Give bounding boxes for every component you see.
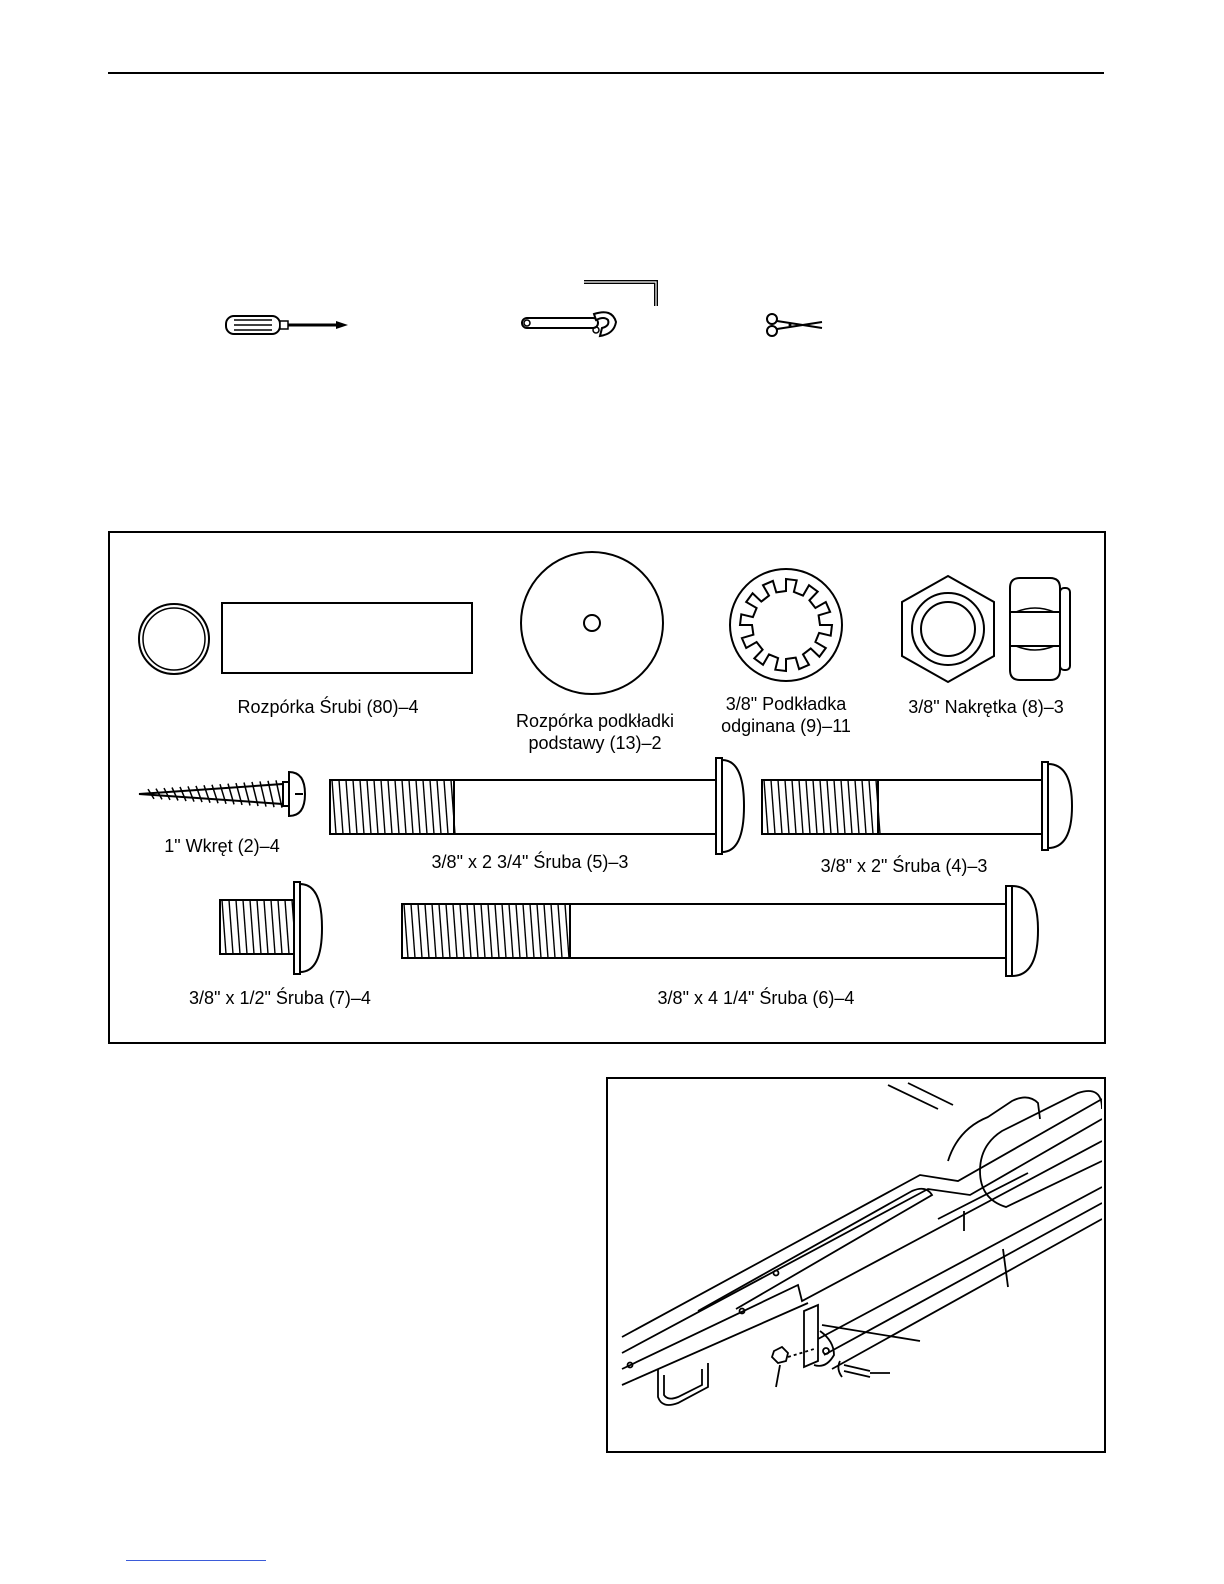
label-bolt-1-2: 3/8" x 1/2" Śruba (7)–4 [160,988,400,1008]
label-star-washer-line1: 3/8" Podkładka [686,694,886,714]
label-star-washer-line2: odginana (9)–11 [686,716,886,736]
bolt-1-2-side-view [216,880,326,976]
base-washer-spacer [519,550,665,696]
label-bolt-2-3-4: 3/8" x 2 3/4" Śruba (5)–3 [390,852,670,872]
label-base-washer-spacer-line2: podstawy (13)–2 [495,733,695,753]
wrench-icon [516,308,620,342]
label-bolt-spacer: Rozpórka Śrubi (80)–4 [228,697,428,717]
screw-side-view [137,766,305,822]
label-screw: 1" Wkręt (2)–4 [122,836,322,856]
bolt-2-side-view [758,756,1076,856]
star-washer [727,566,845,684]
bolt-spacer-side-view [221,602,473,674]
scissors-icon [764,312,826,338]
nut-side-view [1006,574,1072,684]
nut-top-view [898,574,998,684]
header-rule [108,72,1104,74]
label-base-washer-spacer-line1: Rozpórka podkładki [495,711,695,731]
label-bolt-4-1-4: 3/8" x 4 1/4" Śruba (6)–4 [616,988,896,1008]
bolt-4-1-4-side-view [398,882,1042,980]
allen-key-icon [582,280,666,310]
footer-link-underline [126,1560,266,1561]
label-bolt-2: 3/8" x 2" Śruba (4)–3 [794,856,1014,876]
assembly-illustration [608,1079,1102,1449]
bolt-2-3-4-side-view [326,756,746,856]
label-nut: 3/8" Nakrętka (8)–3 [886,697,1086,717]
bolt-spacer-end-view [137,602,211,676]
screwdriver-icon [224,310,354,340]
